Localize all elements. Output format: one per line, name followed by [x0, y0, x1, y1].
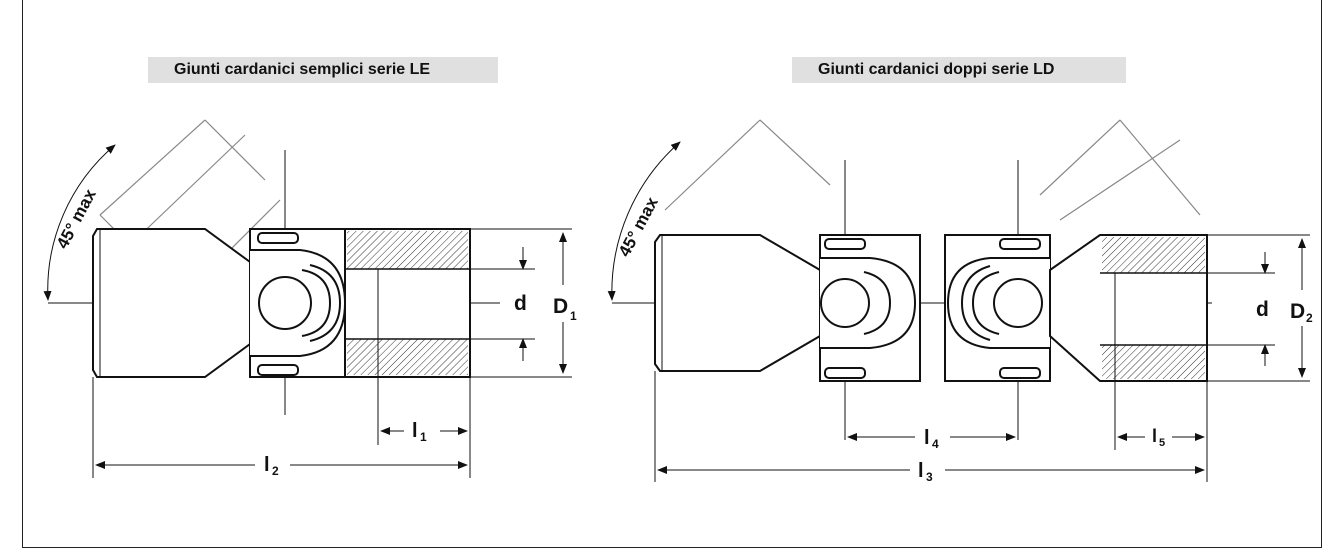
dim-D2-sub: 2 [1306, 311, 1313, 325]
double-joint-drawing [607, 119, 1310, 482]
dim-l3-sub: 3 [926, 470, 933, 484]
single-joint-drawing [43, 119, 572, 478]
dim-D2-main: D [1290, 300, 1305, 323]
tilted-ghost-outlines-double [664, 119, 1201, 221]
title-single-joint: Giunti cardanici semplici serie LE [148, 57, 498, 83]
drawing-frame [22, 0, 1322, 548]
dim-l2-main: l [264, 454, 270, 476]
dim-D1-sub: 1 [570, 309, 577, 323]
dim-l5-sub: 5 [1159, 437, 1165, 449]
dim-D1-main: D [553, 295, 568, 318]
dim-l3-main: l [918, 460, 924, 482]
dim-l1-main: l [412, 420, 418, 442]
dim-d-double: d [1256, 298, 1269, 321]
dim-d-single: d [514, 292, 527, 315]
dim-l2-sub: 2 [272, 464, 279, 478]
dim-l4-sub: 4 [932, 437, 939, 451]
dim-l1-sub: 1 [420, 430, 427, 444]
dim-l5-main: l [1152, 426, 1157, 446]
title-double-joint: Giunti cardanici doppi serie LD [792, 57, 1126, 83]
dim-l4-main: l [924, 427, 930, 449]
